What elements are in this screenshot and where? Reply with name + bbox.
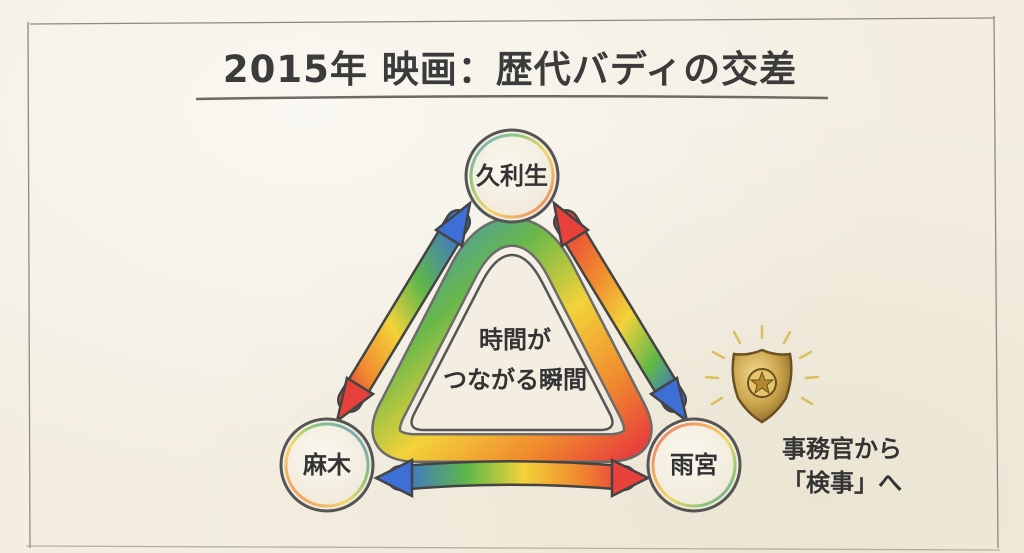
- arrow-kurio-amamiya: [552, 199, 689, 425]
- node-label-asagi: 麻木: [303, 451, 351, 479]
- central-triangle: [371, 217, 653, 463]
- node-amamiya: [646, 417, 742, 513]
- prosecutor-badge-icon: [704, 324, 820, 424]
- promotion-note-line1: 事務官から: [782, 435, 902, 463]
- node-asagi: [279, 417, 375, 513]
- center-caption-line2: つながる瞬間: [443, 366, 587, 394]
- center-caption: 時間が つながる瞬間: [420, 320, 610, 400]
- center-caption-line1: 時間が: [479, 326, 551, 354]
- promotion-note-line2: 「検事」へ: [782, 469, 902, 497]
- arrow-kurio-asagi: [335, 199, 472, 425]
- node-label-kurio: 久利生: [476, 162, 548, 190]
- title-underline: [195, 94, 829, 101]
- promotion-note: 事務官から 「検事」へ: [752, 432, 932, 500]
- sketch-border: [25, 15, 1001, 551]
- page-title: 2015年 映画：歴代バディの交差: [222, 48, 798, 91]
- arrow-asagi-amamiya: [373, 457, 651, 499]
- node-kurio: [464, 128, 560, 224]
- node-label-amamiya: 雨宮: [670, 451, 718, 479]
